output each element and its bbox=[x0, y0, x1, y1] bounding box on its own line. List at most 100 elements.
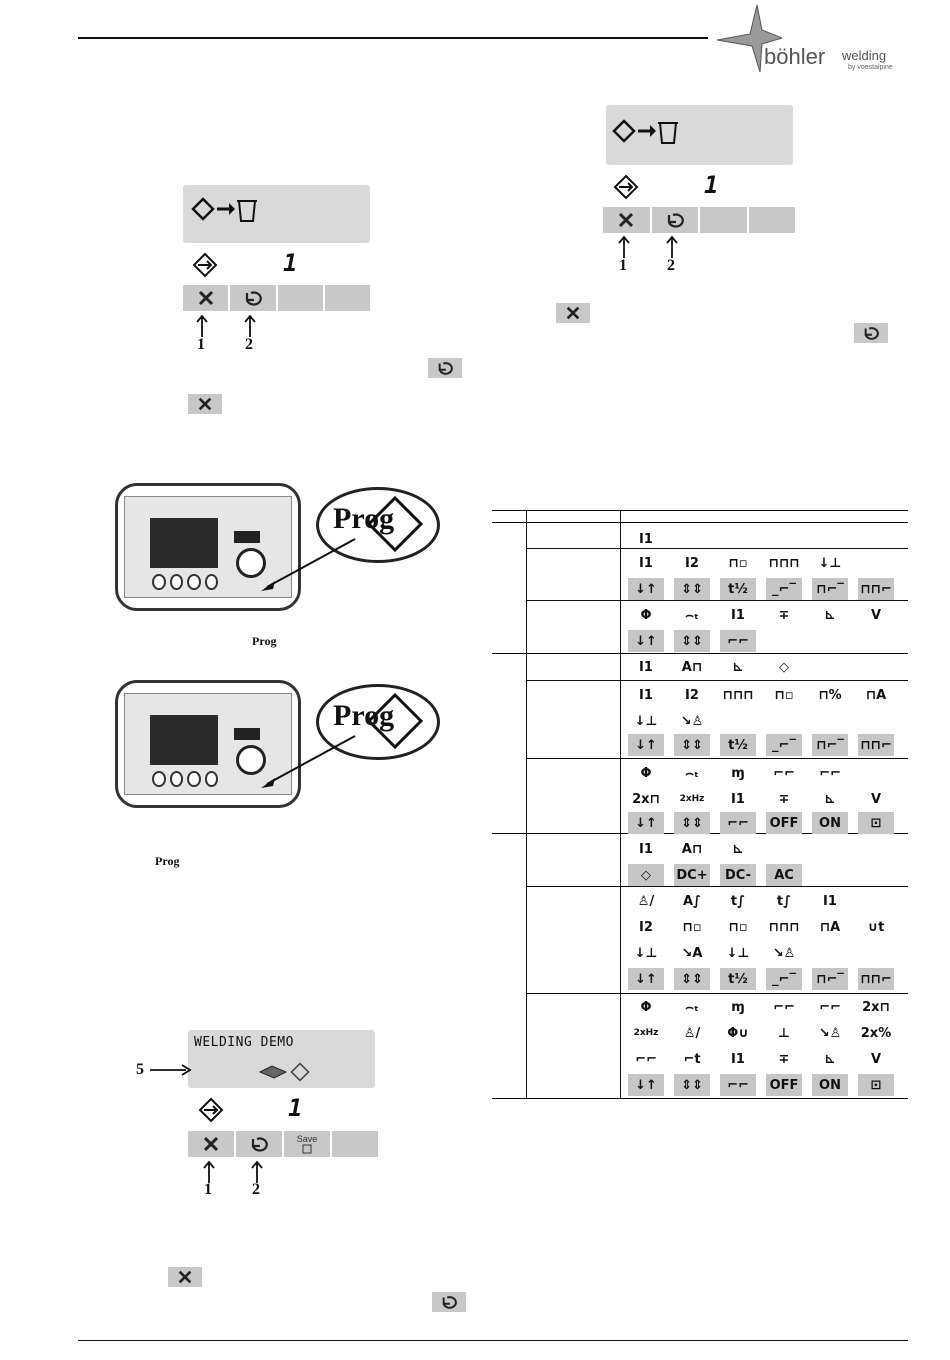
parameter-icon: Φ bbox=[628, 762, 664, 784]
parameter-icon-glyph: ⊓⊓⊓ bbox=[722, 687, 754, 703]
parameter-icon: _⌐‾ bbox=[766, 734, 802, 756]
parameter-icon: ↘♙ bbox=[674, 710, 710, 732]
callout-1: 1 bbox=[197, 336, 205, 353]
softkey-3[interactable] bbox=[700, 207, 749, 233]
inline-prog-icon: Prog bbox=[155, 852, 195, 876]
parameter-icon: ↓⊥ bbox=[628, 942, 664, 964]
parameter-icon-glyph: 2x⊓ bbox=[862, 999, 890, 1015]
cancel-softkey[interactable] bbox=[603, 207, 652, 233]
parameter-icon: DC+ bbox=[674, 864, 710, 886]
pointer-arrow bbox=[261, 538, 356, 591]
parameter-icon: ⇕⇕ bbox=[674, 968, 710, 990]
col-divider-2 bbox=[526, 522, 527, 1098]
brand-name: böhler bbox=[764, 44, 826, 69]
parameter-icon: ↘♙ bbox=[812, 1022, 848, 1044]
parameter-icon-glyph: A∫ bbox=[683, 893, 701, 909]
inline-back-button bbox=[854, 323, 888, 343]
parameter-icon: OFF bbox=[766, 812, 802, 834]
parameter-icon-glyph: ⊡ bbox=[870, 1077, 882, 1093]
parameter-icon-glyph: ⌐⌐ bbox=[819, 765, 841, 781]
panel-button[interactable] bbox=[152, 771, 166, 787]
parameter-icon: ↓↑ bbox=[628, 968, 664, 990]
parameter-icon: 2x% bbox=[858, 1022, 894, 1044]
save-softkey[interactable]: Save bbox=[284, 1131, 332, 1157]
parameter-icon-glyph: ɱ bbox=[731, 999, 745, 1015]
lcd-screen: WELDING DEMO bbox=[188, 1030, 375, 1088]
parameter-icon-glyph: ↓↑ bbox=[635, 581, 657, 597]
softkey-4[interactable] bbox=[748, 207, 795, 233]
parameter-icon: ⌢ₜ bbox=[674, 996, 710, 1018]
parameter-icon: ⌢ₜ bbox=[674, 762, 710, 784]
parameter-icon: ∓ bbox=[766, 604, 802, 626]
callout-arrows bbox=[203, 1160, 263, 1183]
parameter-icon: V bbox=[858, 788, 894, 810]
parameter-icon-glyph: ⊓▫ bbox=[682, 919, 702, 935]
cancel-softkey[interactable] bbox=[188, 1131, 236, 1157]
parameter-icon-glyph: I2 bbox=[685, 555, 699, 571]
parameter-icon: ⊓⌐‾ bbox=[812, 578, 848, 600]
panel-button[interactable] bbox=[169, 771, 183, 787]
panel-button[interactable] bbox=[204, 574, 218, 590]
parameter-icon: ⌢ₜ bbox=[674, 604, 710, 626]
parameter-icon-glyph: ⊓▫ bbox=[774, 687, 794, 703]
parameter-icon-glyph: ⊓% bbox=[818, 687, 842, 703]
parameter-icon-glyph: ⇕⇕ bbox=[681, 815, 703, 831]
panel-mode-display bbox=[234, 728, 260, 740]
panel-button[interactable] bbox=[187, 574, 201, 590]
parameter-icon-glyph: ⊓▫ bbox=[728, 555, 748, 571]
softkey-4[interactable] bbox=[324, 285, 370, 311]
panel-button[interactable] bbox=[187, 771, 201, 787]
panel-knob[interactable] bbox=[236, 745, 266, 775]
softkey-4[interactable] bbox=[332, 1131, 378, 1157]
softkey-bar bbox=[183, 285, 370, 311]
parameter-icon-glyph: 2xHz bbox=[679, 794, 705, 804]
parameter-icon: ON bbox=[812, 812, 848, 834]
parameter-icon-glyph: ⊓⊓⌐ bbox=[860, 581, 892, 597]
back-softkey[interactable] bbox=[236, 1131, 284, 1157]
panel-mode-display bbox=[234, 531, 260, 543]
panel-knob[interactable] bbox=[236, 548, 266, 578]
parameter-icon-glyph: ⊓⌐‾ bbox=[816, 581, 844, 597]
parameter-icon-glyph: ◇ bbox=[641, 867, 651, 883]
program-delete-icon bbox=[191, 197, 257, 222]
parameter-icon-glyph: ⊓⌐‾ bbox=[816, 971, 844, 987]
parameter-icon: ∓ bbox=[766, 788, 802, 810]
back-icon bbox=[442, 1296, 457, 1309]
parameter-icon-glyph: I1 bbox=[639, 841, 653, 857]
parameter-icon-glyph: ON bbox=[819, 815, 841, 831]
parameter-icon-glyph: ⌐⌐ bbox=[727, 633, 749, 649]
softkey-3[interactable] bbox=[277, 285, 325, 311]
panel-body bbox=[115, 680, 301, 808]
back-icon bbox=[245, 291, 262, 306]
panel-button[interactable] bbox=[169, 574, 183, 590]
parameter-icon: A⊓ bbox=[674, 656, 710, 678]
col-divider-3 bbox=[620, 510, 621, 1098]
parameter-icon: ⊡ bbox=[858, 1074, 894, 1096]
parameter-icon: ⊓▫ bbox=[720, 916, 756, 938]
cancel-icon bbox=[178, 1270, 192, 1284]
load-icon bbox=[198, 1097, 224, 1123]
parameter-icon-glyph: ⌢ₜ bbox=[685, 607, 699, 623]
program-number: 1 bbox=[288, 1094, 303, 1122]
parameter-icon: I1 bbox=[720, 788, 756, 810]
parameter-icon-glyph: ⇕⇕ bbox=[681, 581, 703, 597]
panel-button[interactable] bbox=[204, 771, 218, 787]
parameter-icon: ⊓A bbox=[858, 684, 894, 706]
parameter-icon: ⊓⊓⌐ bbox=[858, 734, 894, 756]
cancel-icon bbox=[203, 1136, 219, 1152]
prog-label: Prog bbox=[333, 699, 395, 732]
callout-2: 2 bbox=[245, 336, 253, 353]
back-softkey[interactable] bbox=[230, 285, 278, 311]
panel-button[interactable] bbox=[152, 574, 166, 590]
pointer-arrow bbox=[150, 1064, 192, 1076]
softkey-bar bbox=[603, 207, 795, 233]
back-softkey[interactable] bbox=[651, 207, 700, 233]
cancel-softkey[interactable] bbox=[183, 285, 231, 311]
parameter-icon: ɱ bbox=[720, 996, 756, 1018]
parameter-icon-glyph: Φ bbox=[640, 607, 652, 623]
lcd-title: WELDING DEMO bbox=[194, 1035, 294, 1050]
parameter-icon: ⊓⊓⌐ bbox=[858, 578, 894, 600]
lcd-screen bbox=[606, 105, 793, 165]
parameter-icon: I1 bbox=[628, 528, 664, 550]
panel-buttons bbox=[152, 574, 218, 590]
